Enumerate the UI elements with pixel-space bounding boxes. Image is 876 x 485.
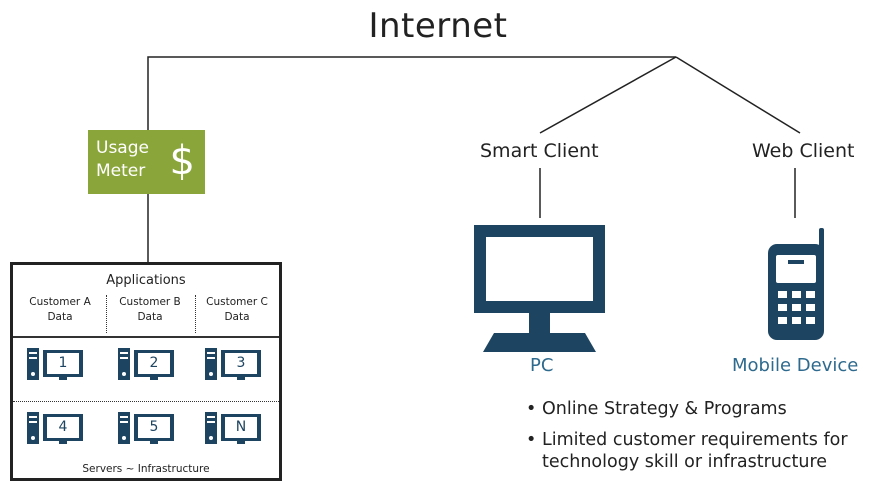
usage-meter-box: Usage Meter $ (88, 130, 205, 194)
servers-infrastructure-label: Servers ~ Infrastructure (82, 463, 210, 475)
web-client-label: Web Client (752, 140, 855, 162)
pc-label: PC (530, 355, 554, 376)
server-icon: 5 (118, 412, 180, 444)
server-number: 3 (225, 353, 257, 374)
internet-to-smart-client-line (539, 56, 677, 134)
customer-b-data: Customer B Data (119, 296, 181, 323)
usage-meter-label-line1: Usage (96, 138, 149, 158)
column-divider (106, 295, 107, 333)
applications-label: Applications (106, 273, 186, 288)
server-icon: 3 (205, 348, 267, 380)
server-number: 4 (47, 417, 79, 438)
usage-meter-label-line2: Meter (96, 161, 146, 181)
column-divider (195, 295, 196, 333)
server-icon: 4 (27, 412, 89, 444)
smart-client-label: Smart Client (480, 140, 599, 162)
server-icon: N (205, 412, 267, 444)
server-number: 1 (47, 353, 79, 374)
server-number: N (225, 417, 257, 438)
dollar-icon: $ (169, 138, 195, 184)
server-number: 2 (138, 353, 170, 374)
row-divider (13, 401, 279, 402)
internet-to-web-client-line (675, 56, 801, 134)
server-icon: 1 (27, 348, 89, 380)
bullet-item: Limited customer requirements for techno… (526, 429, 848, 473)
mobile-phone-icon (768, 228, 824, 340)
section-divider (13, 336, 279, 338)
datacenter-box: Applications Customer A Data Customer B … (10, 262, 282, 481)
server-number: 5 (138, 417, 170, 438)
internet-to-meter-line (147, 56, 676, 130)
customer-a-data: Customer A Data (29, 296, 91, 323)
internet-title: Internet (368, 6, 508, 46)
customer-c-data: Customer C Data (206, 296, 268, 323)
mobile-device-label: Mobile Device (732, 355, 859, 376)
bullet-list: Online Strategy & Programs Limited custo… (526, 398, 848, 482)
pc-monitor-icon (474, 225, 605, 352)
server-icon: 2 (118, 348, 180, 380)
bullet-item: Online Strategy & Programs (526, 398, 848, 420)
